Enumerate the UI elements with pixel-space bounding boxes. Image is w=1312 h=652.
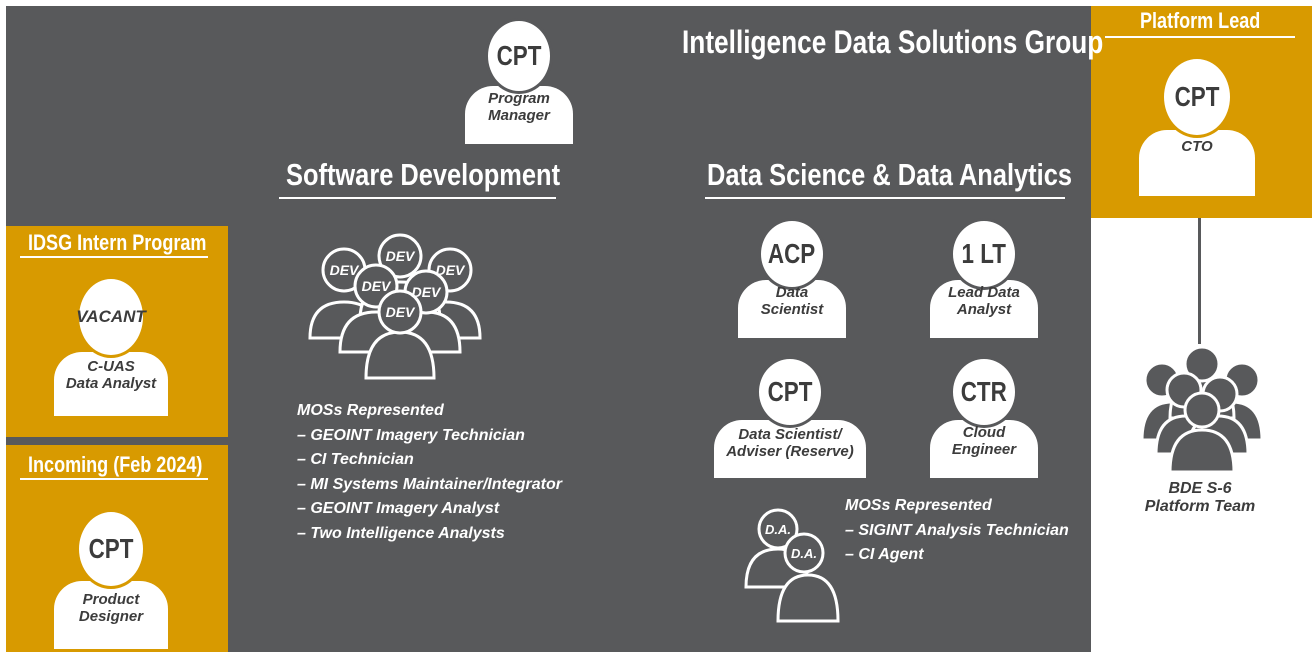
mos-title: MOSs Represented (845, 497, 992, 514)
data-science-heading: Data Science & Data Analytics (707, 157, 1072, 192)
cto-figure: CPT CTO (1139, 56, 1255, 196)
role-line: CTO (1181, 138, 1213, 155)
role-line: Designer (78, 608, 144, 625)
role-line: Program (488, 90, 550, 107)
program-manager-figure: CPT Program Manager (465, 18, 573, 144)
da-label: D.A. (765, 522, 791, 537)
mos-item: – CI Agent (845, 546, 924, 563)
intern-figure: VACANT C-UAS Data Analyst (54, 276, 168, 416)
dev-label: DEV (330, 262, 360, 278)
data-science-heading-underline (705, 197, 1065, 199)
dev-label: DEV (362, 278, 392, 294)
role-line: Data Scientist/ (738, 426, 842, 443)
da-label: D.A. (791, 546, 817, 561)
intern-heading-underline (20, 256, 208, 258)
rank-badge: CTR (950, 356, 1018, 428)
lead-data-analyst-figure: 1 LT Lead Data Analyst (930, 218, 1038, 338)
role-line: C-UAS (87, 358, 135, 375)
role-line: Analyst (956, 301, 1012, 318)
data-scientist-adviser-figure: CPT Data Scientist/ Adviser (Reserve) (714, 356, 866, 478)
dev-label: DEV (386, 248, 416, 264)
role-line: Scientist (760, 301, 824, 318)
rank-badge: 1 LT (950, 218, 1018, 290)
role-line: Data (775, 284, 809, 301)
dev-head-3 (377, 233, 423, 279)
data-science-mos-list: MOSs Represented – SIGINT Analysis Techn… (845, 494, 1069, 568)
incoming-heading: Incoming (Feb 2024) (28, 452, 203, 477)
platform-team-group-icon (1140, 346, 1264, 474)
role-line: Engineer (951, 441, 1017, 458)
intern-heading: IDSG Intern Program (28, 230, 207, 255)
rank-badge: CPT (1161, 56, 1233, 138)
incoming-figure: CPT Product Designer (54, 509, 168, 649)
developers-group-icon: DEV DEV DEV DEV DEV DEV (308, 233, 482, 380)
role-line: Cloud (962, 424, 1006, 441)
team-line: BDE S-6 (1168, 480, 1232, 497)
software-mos-list: MOSs Represented – GEOINT Imagery Techni… (297, 399, 562, 546)
data-analysts-group-icon: D.A. D.A. (744, 508, 840, 623)
role-line: Adviser (Reserve) (726, 443, 854, 460)
dev-label: DEV (436, 262, 466, 278)
rank-badge: VACANT (76, 276, 146, 358)
mos-item: – SIGINT Analysis Technician (845, 521, 1069, 539)
group-title: Intelligence Data Solutions Group (682, 24, 1104, 60)
mos-item: – Two Intelligence Analysts (297, 524, 505, 542)
incoming-heading-underline (20, 478, 208, 480)
mos-item: – MI Systems Maintainer/Integrator (297, 475, 562, 493)
role-line: Data Analyst (65, 375, 157, 392)
dev-head-6 (377, 289, 423, 335)
team-head-3 (1183, 346, 1221, 383)
mos-title: MOSs Represented (297, 402, 444, 419)
role-line: Product (82, 591, 140, 608)
rank-badge: ACP (758, 218, 826, 290)
rank-badge: CPT (756, 356, 824, 428)
role-line: Manager (488, 107, 550, 124)
team-head-6 (1183, 391, 1221, 429)
dev-label: DEV (386, 304, 416, 320)
team-line: Platform Team (1144, 498, 1256, 515)
rank-badge: CPT (485, 18, 553, 94)
da-head-2 (783, 532, 825, 574)
software-heading: Software Development (286, 157, 561, 192)
team-body-6 (1168, 428, 1236, 474)
da-head-1 (757, 508, 799, 550)
mos-item: – GEOINT Imagery Technician (297, 426, 525, 444)
data-scientist-figure: ACP Data Scientist (738, 218, 846, 338)
role-line: Lead Data (948, 284, 1020, 301)
dev-label: DEV (412, 284, 442, 300)
connector-line (1198, 218, 1201, 344)
platform-heading-underline (1105, 36, 1295, 38)
software-heading-underline (279, 197, 556, 199)
rank-badge: CPT (76, 509, 146, 589)
mos-item: – GEOINT Imagery Analyst (297, 500, 500, 517)
platform-heading: Platform Lead (1140, 8, 1261, 33)
platform-team-label: BDE S-6 Platform Team (1120, 480, 1280, 516)
da-body-2 (776, 573, 840, 623)
mos-item: – CI Technician (297, 451, 414, 468)
cloud-engineer-figure: CTR Cloud Engineer (930, 356, 1038, 478)
